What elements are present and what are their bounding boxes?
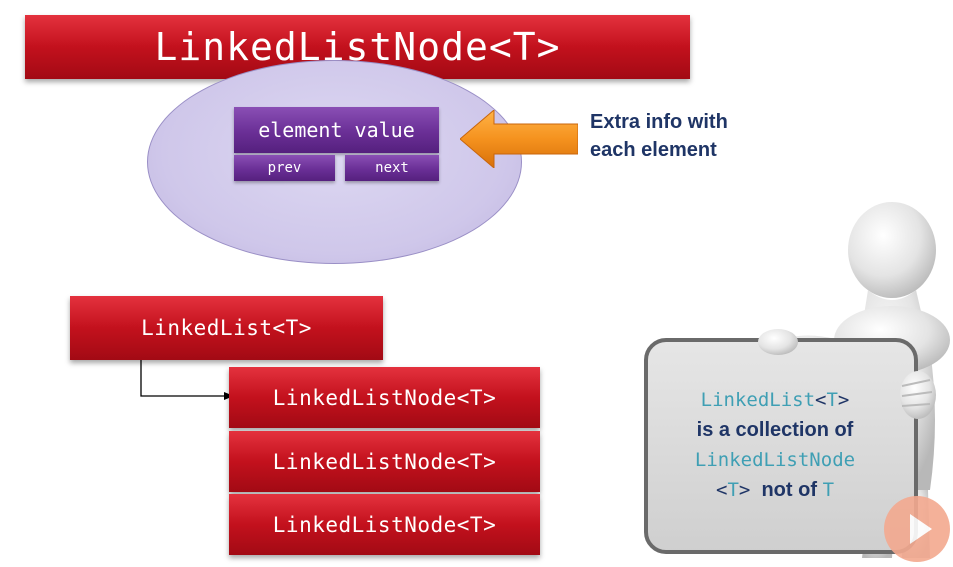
extra-info-callout: Extra info with each element [590,108,790,164]
linkedlistnode-box: LinkedListNode<T> [229,431,540,492]
angle-close: > [837,389,850,411]
board-text: LinkedList<T> is a collection of LinkedL… [660,385,890,505]
linkedlistnode-label: LinkedListNode<T> [272,512,497,537]
board-line-2: is a collection of [696,419,854,441]
linkedlist-box: LinkedList<T> [70,296,383,360]
element-value-box: element value [234,107,439,153]
linkedlistnode-code: LinkedListNode [694,449,856,471]
next-label: next [375,160,409,176]
t-code: T [822,479,835,501]
linkedlistnode-label: LinkedListNode<T> [272,449,497,474]
play-icon [910,514,932,544]
connector-arrow [140,360,234,400]
linkedlist-code: LinkedList [700,389,816,411]
linkedlistnode-label: LinkedListNode<T> [272,385,497,410]
t-code: T [727,479,739,501]
board-line-3: LinkedListNode [660,445,890,475]
element-value-label: element value [258,118,415,142]
orange-arrow-icon [460,110,578,168]
linkedlist-label: LinkedList<T> [141,316,312,340]
presenter-figure-illustration [644,202,950,558]
prev-label: prev [267,160,302,176]
linkedlistnode-box: LinkedListNode<T> [229,494,540,555]
not-of-text: not of [761,479,817,501]
play-button[interactable] [884,496,950,562]
linkedlistnode-box: LinkedListNode<T> [229,367,540,428]
t-code: T [826,389,838,411]
board-line-1: LinkedList<T> [660,385,890,415]
board-line-4: <T> not of T [660,475,890,505]
callout-line-2: each element [590,139,717,161]
next-box: next [345,155,439,181]
callout-line-1: Extra info with [590,111,728,133]
angle-open: < [715,479,728,501]
angle-open: < [815,389,827,411]
angle-close: > [738,479,751,501]
prev-box: prev [234,155,335,181]
